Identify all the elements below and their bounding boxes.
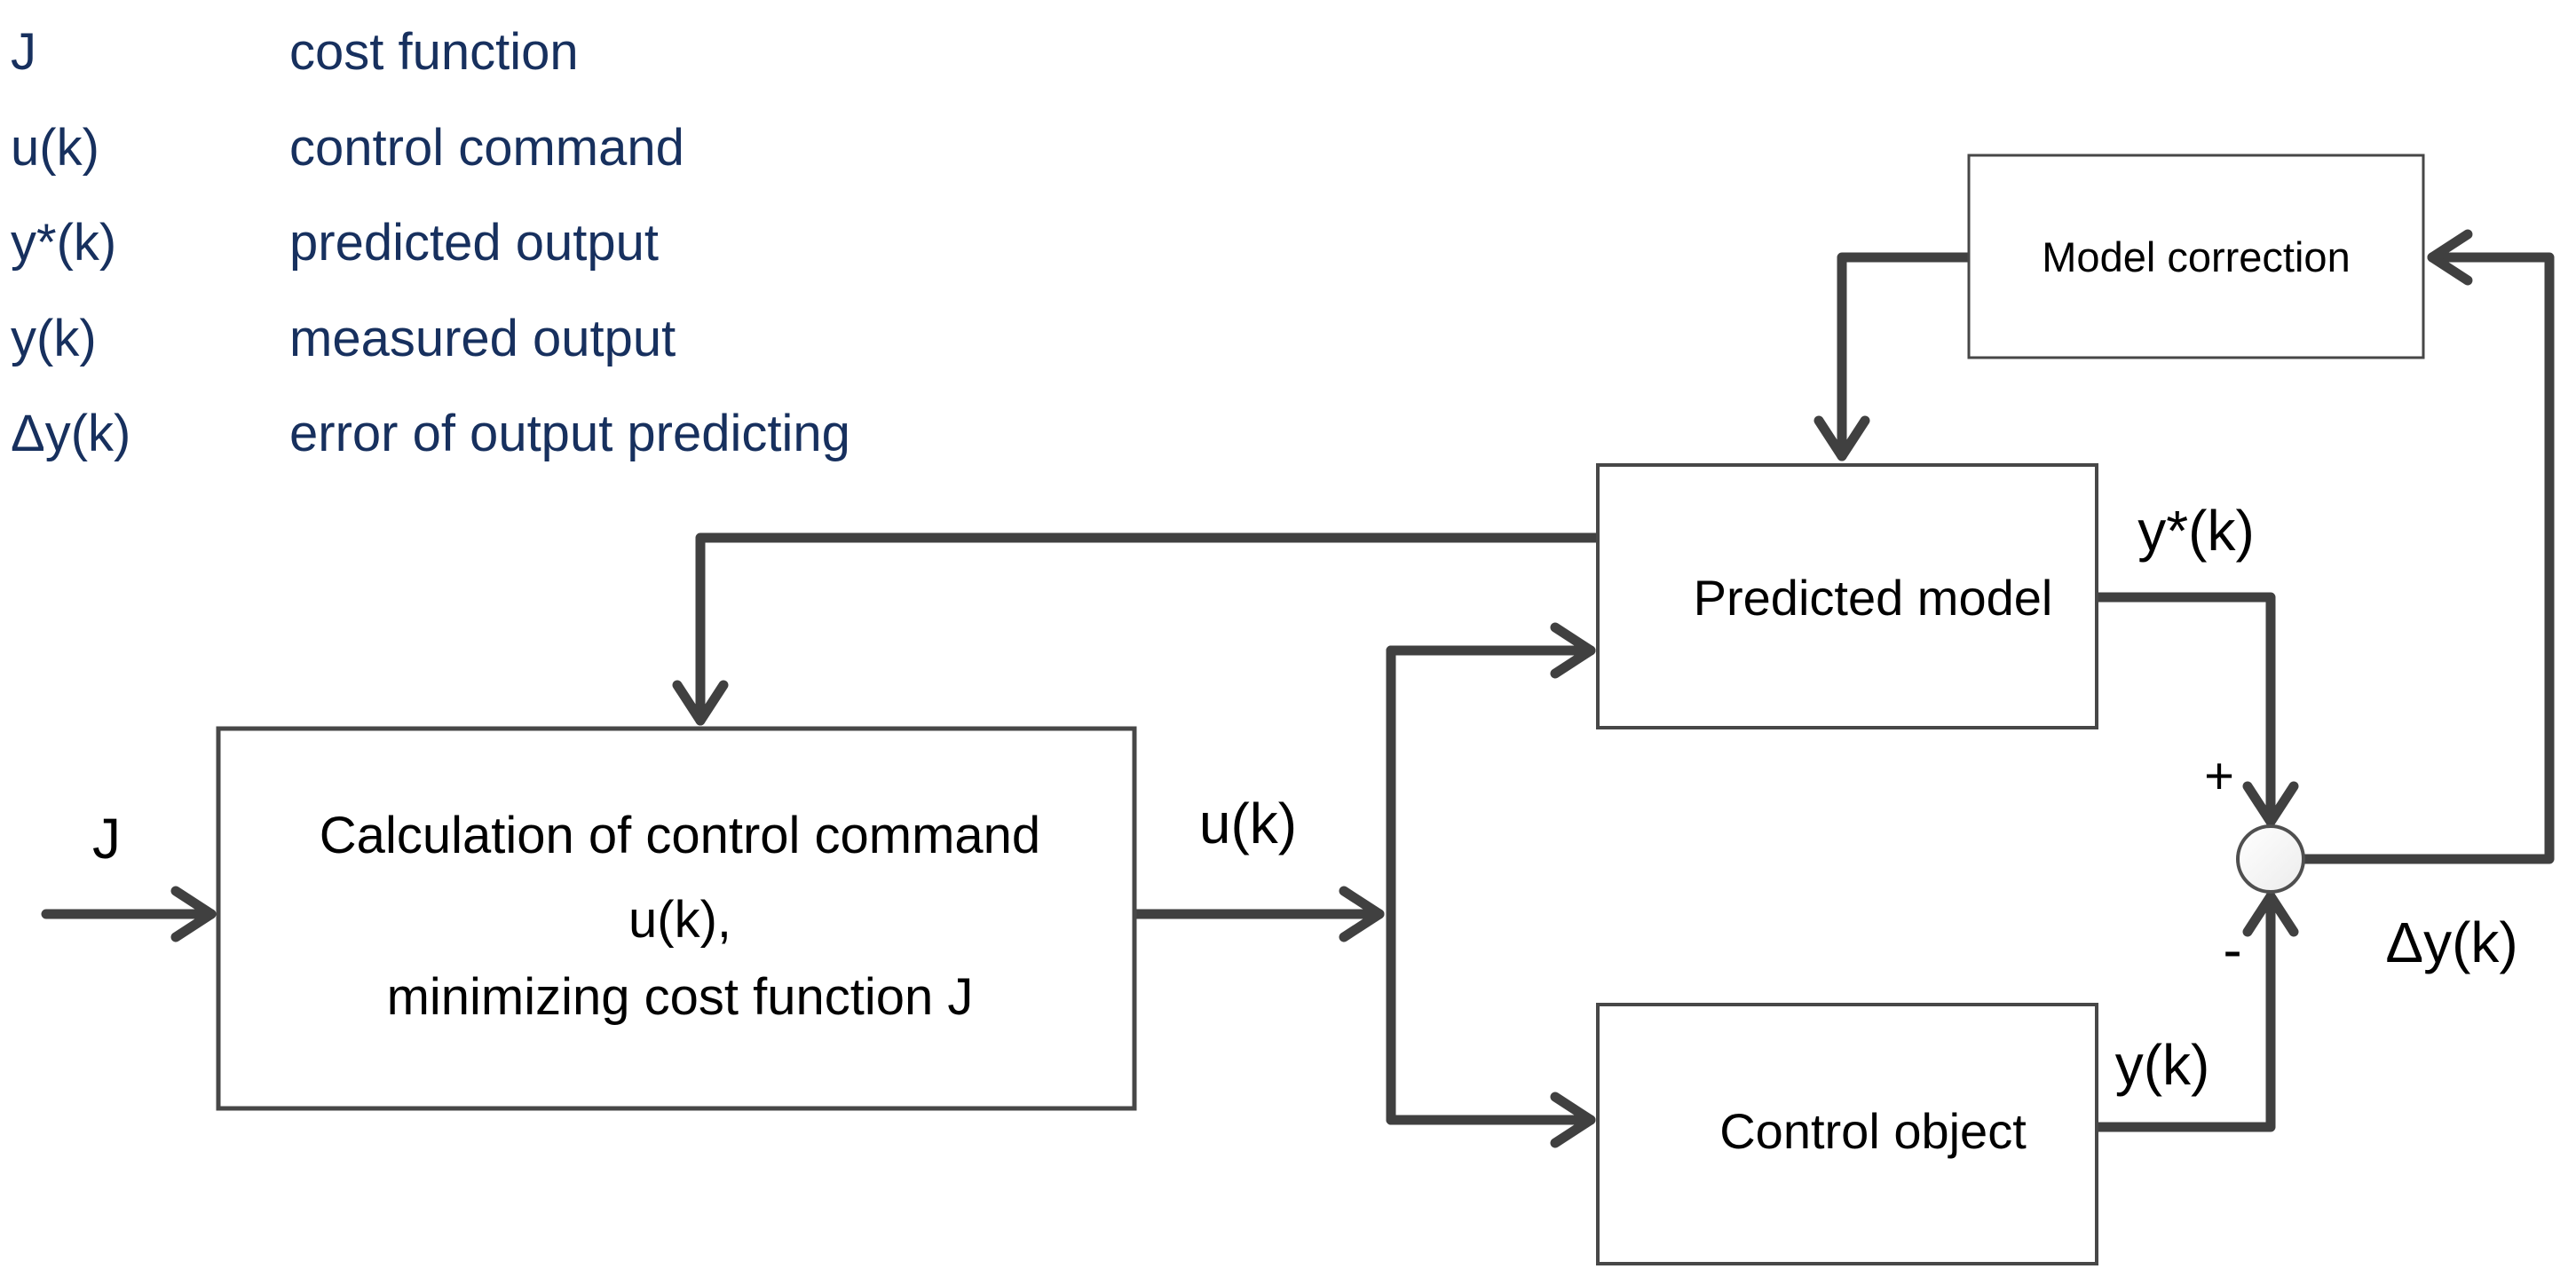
signal-labels: J u(k) y*(k) y(k) Δy(k): [92, 499, 2518, 1097]
arrow-y-to-summing: [2091, 891, 2299, 1132]
signal-ystar: y*(k): [2137, 499, 2255, 563]
legend-description: control command: [289, 119, 684, 177]
box-calculation: [216, 726, 1137, 1111]
model-correction-label: Model correction: [2042, 233, 2350, 280]
box-control-object: [1596, 1003, 2098, 1265]
minus-sign: -: [2223, 918, 2241, 981]
calculation-label-line3: minimizing cost function J: [387, 968, 974, 1026]
calculation-label-line1: Calculation of control command: [320, 807, 1040, 864]
legend: J cost function u(k) control command y*(…: [11, 23, 850, 462]
legend-symbol: y*(k): [11, 214, 116, 272]
legend-symbol: Δy(k): [11, 405, 130, 462]
legend-symbol: u(k): [11, 119, 99, 177]
legend-description: measured output: [289, 310, 676, 367]
signal-j: J: [92, 807, 121, 871]
arrow-deltay-to-model-correction: [2298, 229, 2555, 864]
signal-y: y(k): [2115, 1033, 2210, 1097]
legend-description: predicted output: [289, 214, 659, 272]
arrow-model-correction-to-predicted-model: [1813, 252, 1974, 461]
summing-junction: + -: [2204, 747, 2305, 981]
blocks: Calculation of control command u(k), min…: [216, 154, 2425, 1265]
signal-u: u(k): [1199, 792, 1297, 855]
plus-sign: +: [2204, 747, 2234, 805]
legend-description: cost function: [289, 23, 579, 81]
calculation-label-line2: u(k),: [628, 891, 731, 949]
summing-circle: [2236, 824, 2305, 894]
legend-symbol: J: [11, 23, 36, 81]
control-object-label: Control object: [1719, 1103, 2027, 1159]
legend-symbol: y(k): [11, 310, 97, 367]
arrow-ystar-to-summing: [2091, 592, 2299, 827]
box-model-correction: [1967, 154, 2425, 359]
box-predicted-model: [1596, 463, 2098, 729]
connectors: [41, 229, 2555, 1148]
predicted-model-label: Predicted model: [1694, 570, 2053, 626]
signal-deltay: Δy(k): [2385, 910, 2517, 974]
legend-description: error of output predicting: [289, 405, 850, 462]
arrow-feedback-to-calculation: [672, 532, 1603, 726]
